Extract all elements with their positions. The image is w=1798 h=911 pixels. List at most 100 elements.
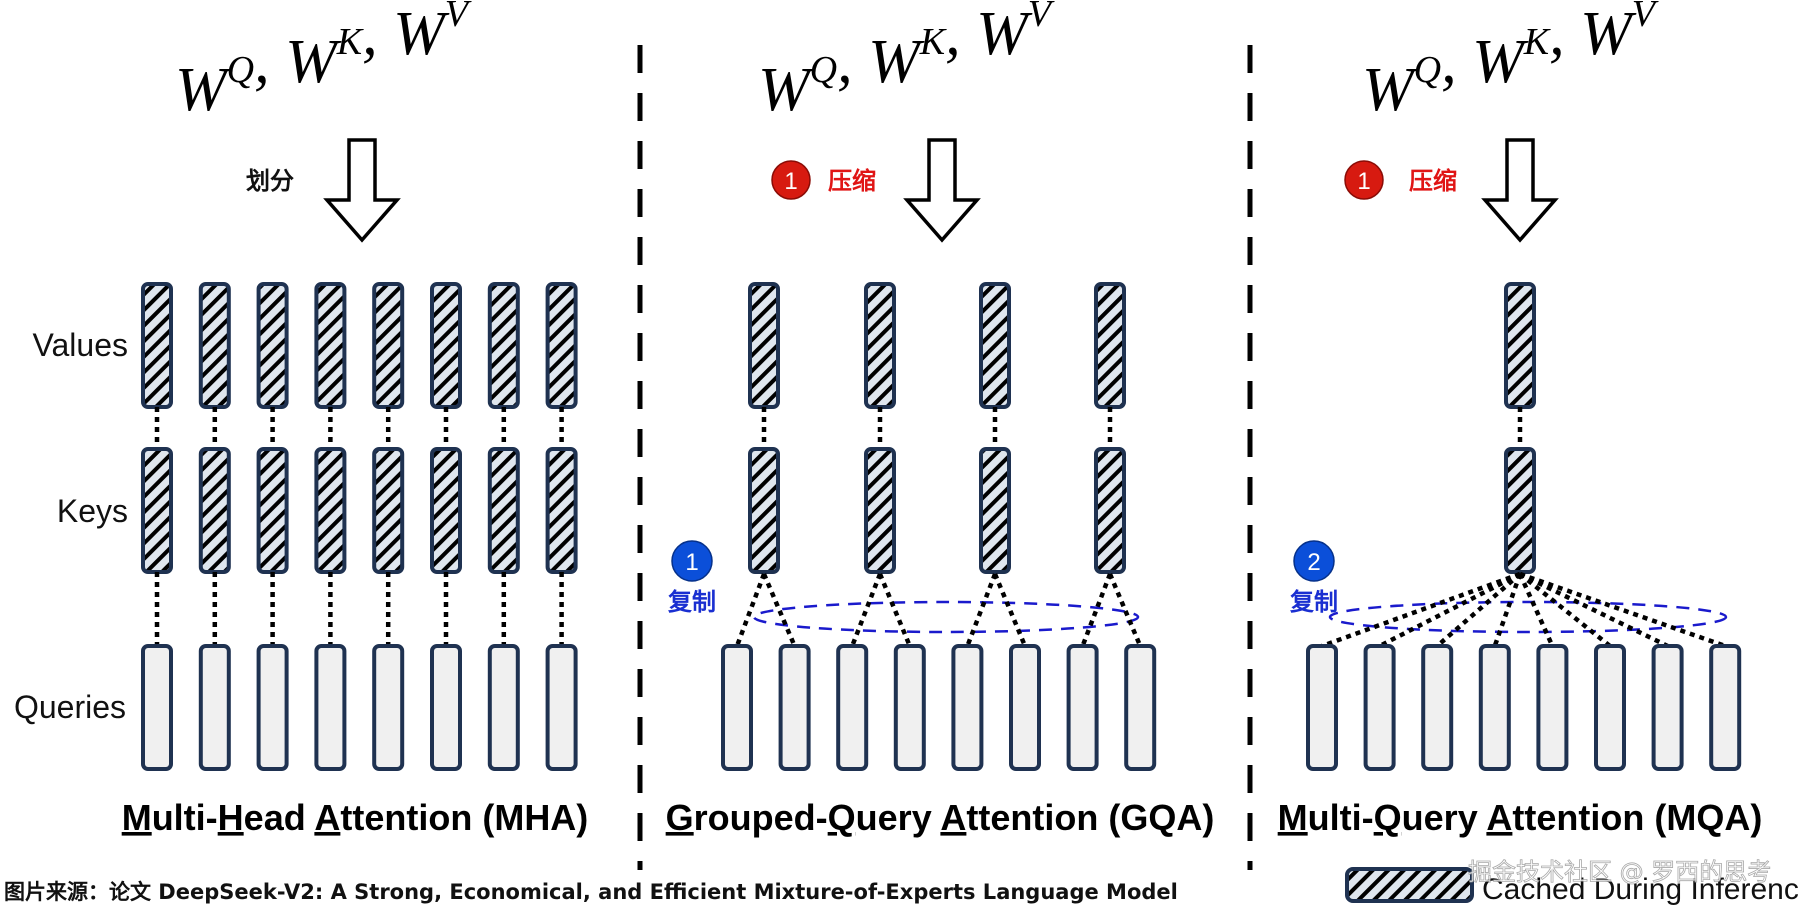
- value-head-bar: [372, 282, 405, 409]
- step-badge-circle: [1344, 160, 1384, 200]
- value-head-bar: [979, 282, 1011, 409]
- formula-term: W: [868, 28, 925, 96]
- formula-superscript: K: [336, 21, 364, 63]
- value-head-bar: [256, 282, 289, 409]
- query-head-bar: [141, 644, 173, 771]
- key-query-connector: [965, 573, 998, 647]
- key-head-bar: [314, 447, 347, 574]
- formula-term: W: [1472, 28, 1529, 96]
- query-head-bar: [1124, 644, 1157, 771]
- query-head-bar: [1066, 644, 1099, 771]
- query-head-bar: [1421, 644, 1454, 771]
- query-head-bar: [487, 644, 520, 771]
- key-query-connector: [761, 573, 797, 647]
- weight-matrices-formula: WQ, WK, WV: [1362, 0, 1659, 124]
- title-text: ttention (GQA): [966, 797, 1214, 838]
- key-head-bar: [487, 447, 520, 574]
- key-head-bar: [256, 447, 289, 574]
- title-initial-underlined: A: [314, 797, 340, 838]
- replicate-badge-number: 1: [685, 549, 698, 576]
- key-head-bar: [372, 447, 405, 574]
- formula-term: W: [1580, 0, 1637, 68]
- formula-term: W: [1362, 56, 1419, 124]
- replicate-badge-circle: [671, 540, 713, 582]
- title-initial-underlined: M: [1278, 797, 1308, 838]
- title-text: ead: [244, 797, 315, 838]
- title-text: ulti-: [152, 797, 218, 838]
- query-head-bar: [778, 644, 811, 771]
- key-head-bar: [864, 447, 896, 574]
- key-head-bar: [1094, 447, 1126, 574]
- step-badge-circle: [771, 160, 811, 200]
- formula-term: ,: [362, 0, 393, 68]
- title-initial-underlined: H: [218, 797, 244, 838]
- value-head-bar: [1504, 282, 1536, 409]
- query-head-bar: [256, 644, 289, 771]
- query-head-bar: [893, 644, 926, 771]
- query-head-bar: [1594, 644, 1626, 771]
- key-query-connector: [734, 573, 767, 647]
- query-head-bar: [951, 644, 984, 771]
- title-text: rouped-: [694, 797, 828, 838]
- title-initial-underlined: A: [1486, 797, 1512, 838]
- query-head-bar: [430, 644, 462, 771]
- key-head-bar: [141, 447, 173, 574]
- key-query-connector: [1080, 573, 1113, 647]
- value-head-bar: [864, 282, 896, 409]
- formula-term: W: [758, 56, 815, 124]
- query-head-bar: [1709, 644, 1742, 771]
- panel-title: Grouped-Query Attention (GQA): [666, 797, 1215, 838]
- key-query-connector: [1435, 572, 1522, 648]
- formula-term: W: [976, 0, 1033, 68]
- query-head-bar: [1478, 644, 1511, 771]
- key-head-bar: [198, 447, 231, 574]
- formula-term: ,: [1441, 28, 1472, 96]
- key-query-connector: [1517, 573, 1555, 647]
- row-label-values: Values: [33, 327, 128, 363]
- value-head-bar: [1094, 282, 1126, 409]
- legend: Cached During Inference: [1345, 867, 1798, 906]
- step-label: 压缩: [1409, 167, 1457, 195]
- weight-matrices-formula: WQ, WK, WV: [758, 0, 1055, 124]
- formula-superscript: V: [1632, 0, 1659, 35]
- title-initial-underlined: Q: [1374, 797, 1402, 838]
- value-head-bar: [198, 282, 231, 409]
- title-text: uery: [1402, 797, 1487, 838]
- value-head-bar: [487, 282, 520, 409]
- key-query-connector: [1378, 571, 1522, 649]
- legend-cached-swatch: [1345, 867, 1474, 903]
- formula-superscript: K: [1523, 21, 1551, 63]
- query-head-bar: [836, 644, 869, 771]
- title-text: uery: [856, 797, 941, 838]
- key-query-connector: [1519, 571, 1669, 649]
- query-head-bar: [372, 644, 405, 771]
- formula-term: W: [393, 0, 450, 68]
- key-head-bar: [430, 447, 462, 574]
- step-label: 划分: [246, 167, 294, 195]
- key-head-bar: [979, 447, 1011, 574]
- replicate-badge-number: 2: [1307, 549, 1320, 576]
- title-text: ttention (MHA): [340, 797, 588, 838]
- legend-cached-label: Cached During Inference: [1482, 873, 1798, 906]
- formula-term: ,: [837, 28, 868, 96]
- row-label-keys: Keys: [57, 493, 128, 529]
- query-head-bar: [1306, 644, 1338, 771]
- key-query-connector: [850, 573, 883, 647]
- title-initial-underlined: Q: [828, 797, 856, 838]
- formula-term: ,: [1549, 0, 1580, 68]
- key-query-connector: [1492, 573, 1523, 647]
- query-head-bar: [198, 644, 231, 771]
- query-head-bar: [314, 644, 347, 771]
- query-head-bar: [1009, 644, 1041, 771]
- key-query-connector: [992, 573, 1028, 647]
- title-initial-underlined: G: [666, 797, 694, 838]
- row-label-queries: Queries: [14, 689, 126, 725]
- title-text: ttention (MQA): [1512, 797, 1762, 838]
- title-text: ulti-: [1308, 797, 1374, 838]
- watermark-text: 掘金技术社区 @ 罗西的思考: [1468, 858, 1771, 886]
- key-query-connector: [1107, 573, 1143, 647]
- query-head-bar: [545, 644, 578, 771]
